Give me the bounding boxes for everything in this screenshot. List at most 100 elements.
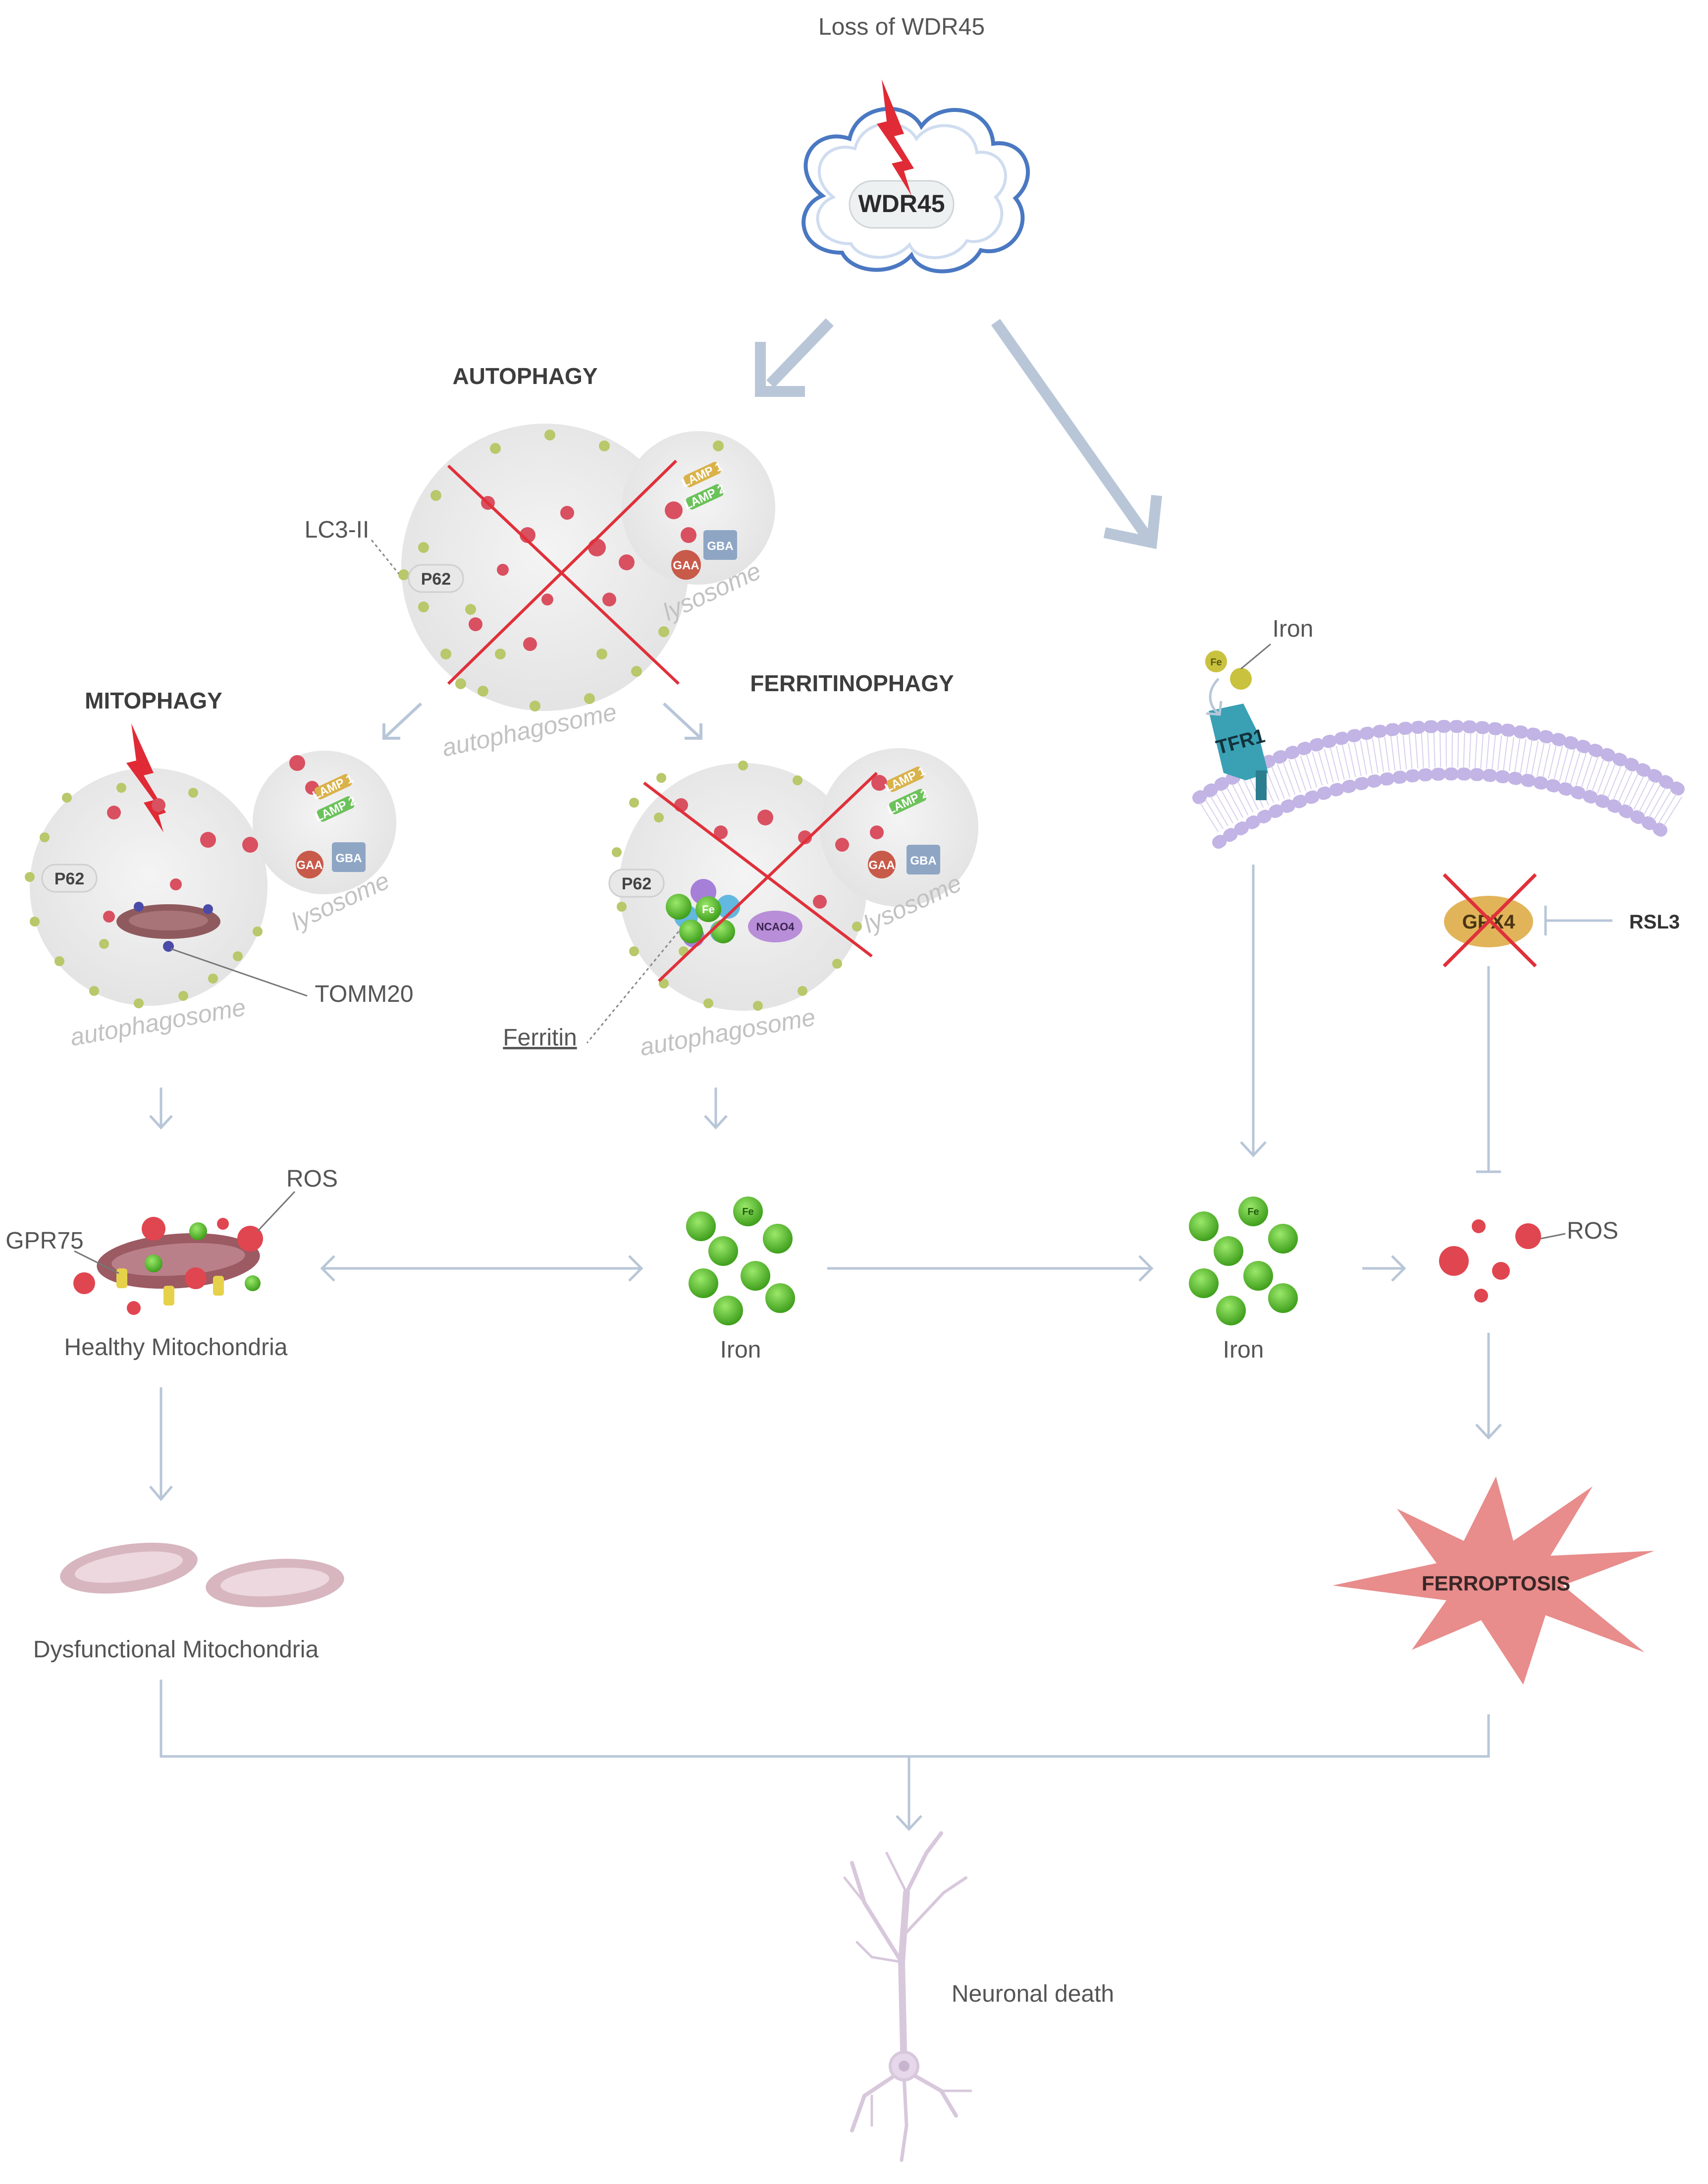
mito-gaa-enzyme bbox=[296, 851, 323, 878]
trigger-arrows bbox=[755, 318, 1162, 549]
ros-right-cluster: ROS bbox=[1439, 1218, 1618, 1303]
ferritin-leader bbox=[586, 931, 680, 1043]
ferritinophagy-cross bbox=[643, 771, 878, 983]
healthy-mitochondria: ROS GPR75 Healthy Mitochondria bbox=[5, 1166, 338, 1361]
iron-left bbox=[145, 1222, 261, 1291]
lc3-dots bbox=[398, 430, 724, 711]
autophagy-cross bbox=[447, 459, 680, 685]
ferri-cargo bbox=[674, 775, 887, 909]
trigger-group: Loss of WDR45 WDR45 bbox=[801, 14, 1030, 273]
gba-label: GBA bbox=[707, 540, 733, 553]
arrow-to-autophagy bbox=[766, 318, 834, 388]
ros-left-label: ROS bbox=[286, 1166, 338, 1192]
trigger-bolt bbox=[877, 79, 914, 196]
lipid-bilayer-outer bbox=[1192, 720, 1691, 804]
lc3-leader bbox=[371, 540, 400, 574]
p62-pill bbox=[408, 564, 464, 593]
iron-center-label: Iron bbox=[720, 1337, 761, 1363]
tfr1-receptor: TFR1 bbox=[1209, 704, 1268, 800]
ferri-p62-pill bbox=[608, 869, 665, 898]
iron-center-fe: Fe bbox=[742, 1206, 753, 1217]
ros-right-leader bbox=[1540, 1233, 1566, 1240]
autophagy-heading: AUTOPHAGY bbox=[452, 363, 597, 389]
ros-right-label: ROS bbox=[1567, 1218, 1618, 1244]
mito-gaa-label: GAA bbox=[296, 859, 322, 872]
iron-leader bbox=[1240, 643, 1271, 670]
ferroptosis-label: FERROPTOSIS bbox=[1422, 1572, 1570, 1595]
ferri-gaa-label: GAA bbox=[868, 859, 895, 872]
dysfunctional-mitochondria: Dysfunctional Mitochondria bbox=[33, 1542, 344, 1663]
membrane-fe-label: Fe bbox=[1210, 657, 1222, 668]
trigger-title: Loss of WDR45 bbox=[818, 14, 985, 40]
mitophagy-cargo bbox=[103, 755, 319, 923]
gaa-label: GAA bbox=[673, 559, 699, 572]
mito-lamp1-tag bbox=[314, 774, 352, 800]
mito-gba-box bbox=[332, 842, 366, 872]
tomm20-dot3 bbox=[203, 904, 213, 914]
mito-p62-pill bbox=[41, 864, 98, 893]
membrane-iron-label: Iron bbox=[1273, 616, 1314, 642]
gaa-enzyme bbox=[671, 550, 701, 580]
wdr45-pill bbox=[849, 180, 955, 229]
mitophagy-heading: MITOPHAGY bbox=[85, 688, 222, 713]
iron-entry-arrow bbox=[1206, 678, 1223, 716]
iron-center-cluster: Fe Iron bbox=[686, 1197, 795, 1363]
ferri-fe-label: Fe bbox=[702, 903, 715, 916]
neuronal-death-label: Neuronal death bbox=[952, 1981, 1114, 2007]
healthy-label: Healthy Mitochondria bbox=[64, 1334, 288, 1361]
gpx4-group: GPX4 RSL3 bbox=[1442, 873, 1680, 968]
ros-left-leader bbox=[257, 1191, 296, 1232]
tomm20-dot2 bbox=[134, 902, 144, 912]
gba-box bbox=[703, 530, 737, 560]
ferri-lamp1-tag bbox=[886, 766, 924, 792]
autophagy-vesicle: AUTOPHAGY LAMP 1 LAMP 2 GBA GAA P62 auto… bbox=[305, 363, 775, 762]
cargo-dots bbox=[469, 496, 696, 651]
iron-right-cluster: Fe Iron bbox=[1189, 1197, 1298, 1363]
iron-right-fe: Fe bbox=[1247, 1206, 1259, 1217]
iron-right-label: Iron bbox=[1223, 1337, 1264, 1363]
mitophagy-dots bbox=[25, 783, 263, 1008]
lamp2-tag bbox=[686, 484, 723, 510]
ferri-gaa-enzyme bbox=[868, 851, 896, 878]
gpr75-leader bbox=[74, 1250, 119, 1274]
ncoa4-pill bbox=[748, 911, 802, 942]
ferri-gba-box bbox=[907, 845, 940, 874]
ferroptosis-burst: FERROPTOSIS bbox=[1333, 1476, 1655, 1685]
membrane-panel: TFR1 Fe Iron bbox=[1192, 616, 1691, 849]
iron-ion-1 bbox=[1205, 651, 1227, 672]
ferritin-label: Ferritin bbox=[503, 1025, 577, 1051]
ferri-dots bbox=[612, 761, 862, 1011]
gpx4-cross bbox=[1442, 873, 1537, 968]
dysfunctional-label: Dysfunctional Mitochondria bbox=[33, 1637, 319, 1663]
mito-gba-label: GBA bbox=[335, 852, 362, 865]
middle-row-connectors bbox=[149, 865, 1502, 1501]
lc3-label: LC3-II bbox=[305, 517, 370, 543]
lipid-bilayer-inner bbox=[1212, 767, 1671, 849]
neuron bbox=[843, 1831, 972, 2162]
arrow-to-membrane-head bbox=[1103, 494, 1162, 549]
arrow-to-membrane bbox=[991, 319, 1154, 544]
ferri-lamp2-tag bbox=[889, 789, 926, 815]
p62-label: P62 bbox=[421, 570, 451, 589]
ferritinophagy-heading: FERRITINOPHAGY bbox=[750, 670, 954, 696]
wdr45-label: WDR45 bbox=[858, 190, 945, 218]
tomm20-dot bbox=[163, 941, 174, 952]
ncoa4-label: NCAO4 bbox=[756, 921, 795, 933]
mito-inner bbox=[129, 911, 208, 930]
tomm20-leader bbox=[170, 948, 308, 997]
gpr75-label: GPR75 bbox=[5, 1228, 83, 1254]
converging-lines bbox=[160, 1680, 1490, 1831]
iron-ion-2 bbox=[1230, 668, 1252, 690]
autophagy-branch-arrows bbox=[382, 702, 702, 740]
ros-left bbox=[73, 1217, 263, 1315]
mito-p62-label: P62 bbox=[54, 870, 85, 888]
mitophagy-vesicle: MITOPHAGY LAMP 1 LAMP 2 GBA GAA P62 bbox=[25, 688, 414, 1051]
lipid-tails bbox=[1199, 732, 1684, 832]
ferri-p62-label: P62 bbox=[622, 874, 652, 893]
ferri-autophagosome-label: autophagosome bbox=[638, 1003, 817, 1061]
ferri-gba-label: GBA bbox=[910, 854, 936, 868]
mito-lamp2-tag bbox=[317, 796, 354, 822]
arrow-to-autophagy-head bbox=[755, 342, 805, 397]
rsl3-label: RSL3 bbox=[1629, 911, 1680, 933]
